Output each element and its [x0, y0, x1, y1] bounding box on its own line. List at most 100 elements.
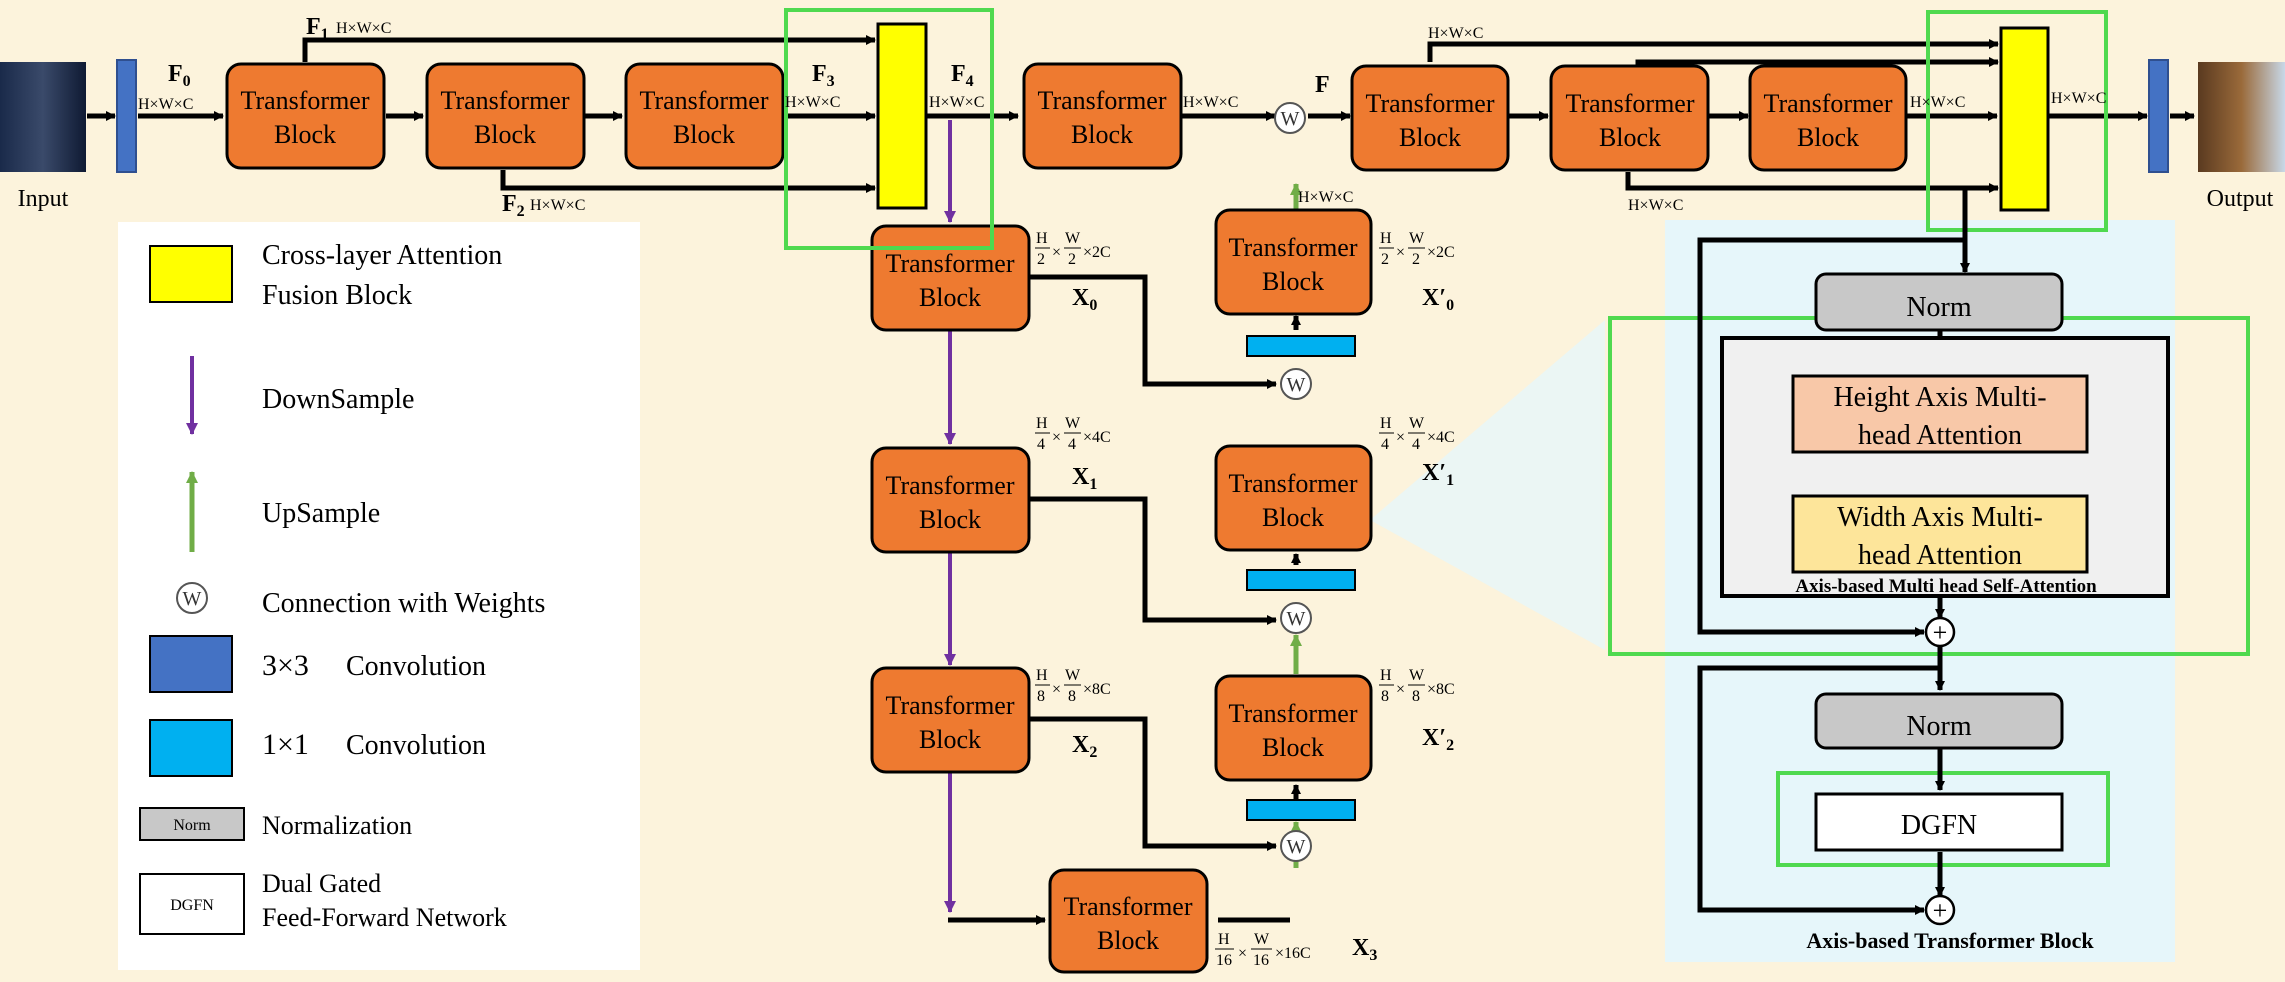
dim-hwc: H×W×C	[1183, 94, 1238, 111]
width-attention-box	[1791, 494, 2089, 574]
legend-weight-icon	[176, 582, 208, 614]
weight-symbol: W	[1281, 108, 1300, 130]
transformer-label-line2: Block	[1071, 120, 1133, 149]
transformer-label-line2: Block	[1097, 926, 1159, 955]
norm-1-label: Norm	[1906, 292, 1972, 323]
norm-2-box	[1814, 692, 2064, 750]
transformer-block-enc-2: Transformer Block	[425, 62, 586, 170]
dim-den: 16	[1216, 952, 1232, 969]
transformer-label-line1: Transformer	[1228, 233, 1357, 262]
weight-symbol: W	[1287, 836, 1306, 858]
dim-x1p: H 4 × W 4 ×4C	[1379, 415, 1455, 453]
dim-num: W	[1065, 230, 1081, 247]
transformer-block-x2p: Transformer Block	[1214, 674, 1373, 782]
dim-den: 2	[1412, 251, 1420, 268]
legend-conv1-prefix: 1×1	[262, 728, 309, 761]
axis-block-title: Axis-based Transformer Block	[1806, 928, 2094, 953]
dim-den: 4	[1037, 436, 1045, 453]
legend-conv3x3-swatch	[149, 635, 233, 693]
label-x1p: X′1	[1422, 460, 1454, 489]
dim-num: H	[1036, 230, 1048, 247]
dim-den: 2	[1381, 251, 1389, 268]
height-attention-line1: Height Axis Multi-	[1833, 382, 2046, 413]
label-f3: F3	[812, 61, 835, 90]
legend-dgfn-icon-label: DGFN	[170, 897, 214, 914]
legend-norm-icon	[139, 807, 245, 841]
highlight-fusion-1	[784, 8, 994, 250]
transformer-block-dec-3: Transformer Block	[1748, 64, 1908, 172]
dim-num: H	[1036, 667, 1048, 684]
label-x0p: X′0	[1422, 285, 1454, 314]
cross-fusion-block-1	[876, 22, 928, 210]
transformer-block-x2: Transformer Block	[870, 666, 1031, 774]
transformer-label-line1: Transformer	[1063, 892, 1192, 921]
width-attention-line1: Width Axis Multi-	[1837, 502, 2043, 533]
transformer-label-line2: Block	[1599, 123, 1661, 152]
dim-x3: H 16 × W 16 ×16C	[1215, 931, 1311, 969]
label-f2: F2	[502, 191, 525, 220]
add-2-icon	[1924, 894, 1956, 926]
dim-hwc: H×W×C	[530, 197, 585, 214]
dim-ch: ×2C	[1427, 244, 1455, 261]
dim-den: 4	[1068, 436, 1076, 453]
transformer-label-line2: Block	[673, 120, 735, 149]
dim-x0p: H 2 × W 2 ×2C	[1379, 230, 1455, 268]
dim-times: ×	[1396, 429, 1405, 446]
highlight-dgfn	[1776, 771, 2110, 867]
transformer-block-x1p: Transformer Block	[1214, 444, 1373, 552]
transformer-block-enc-1: Transformer Block	[225, 62, 386, 170]
conv1x1-1	[1246, 569, 1356, 591]
legend-norm: Normalization	[262, 811, 412, 840]
dim-x2: H 8 × W 8 ×8C	[1035, 667, 1111, 705]
dim-times: ×	[1396, 244, 1405, 261]
legend-conv3: Convolution	[346, 651, 486, 682]
output-label: Output	[2207, 186, 2274, 212]
transformer-label-line1: Transformer	[885, 691, 1014, 720]
dim-hwc: H×W×C	[1628, 197, 1683, 214]
dim-hwc: H×W×C	[1298, 189, 1353, 206]
legend-dgfn-line1: Dual Gated	[262, 869, 381, 898]
dim-ch: ×2C	[1083, 244, 1111, 261]
transformer-label-line1: Transformer	[1037, 86, 1166, 115]
highlight-fusion-2	[1926, 10, 2108, 232]
label-f1: F1	[306, 14, 329, 43]
dim-num: H	[1218, 931, 1230, 948]
dim-den: 8	[1381, 688, 1389, 705]
transformer-block-x0p: Transformer Block	[1214, 208, 1373, 316]
label-x0: X0	[1072, 285, 1097, 314]
legend-dgfn-icon	[139, 873, 245, 935]
dim-x2p: H 8 × W 8 ×8C	[1379, 667, 1455, 705]
add-symbol: +	[1933, 618, 1948, 647]
transformer-block-mid: Transformer Block	[1022, 62, 1183, 170]
dim-den: 8	[1037, 688, 1045, 705]
label-f: F	[1315, 72, 1330, 98]
conv1x1-0	[1246, 335, 1356, 357]
transformer-label-line2: Block	[919, 283, 981, 312]
dim-ch: ×4C	[1083, 429, 1111, 446]
transformer-label-line2: Block	[1262, 503, 1324, 532]
dim-hwc: H×W×C	[785, 94, 840, 111]
dgfn-label: DGFN	[1901, 810, 1977, 841]
dim-num: H	[1380, 667, 1392, 684]
dim-ch: ×16C	[1275, 945, 1311, 962]
transformer-label-line2: Block	[474, 120, 536, 149]
weight-symbol: W	[1287, 608, 1306, 630]
weight-connection-0	[1280, 368, 1312, 400]
input-label: Input	[18, 186, 69, 212]
dim-den: 2	[1068, 251, 1076, 268]
transformer-block-dec-1: Transformer Block	[1350, 64, 1510, 172]
dim-hwc: H×W×C	[138, 96, 193, 113]
transformer-label-line1: Transformer	[1763, 89, 1892, 118]
legend-conv3-prefix: 3×3	[262, 649, 309, 682]
dim-x0: H 2 × W 2 ×2C	[1035, 230, 1111, 268]
dim-num: W	[1065, 415, 1081, 432]
legend-upsample: UpSample	[262, 498, 380, 529]
legend-weight-symbol: W	[183, 588, 202, 610]
transformer-label-line2: Block	[919, 725, 981, 754]
transformer-label-line1: Transformer	[885, 249, 1014, 278]
input-image	[0, 62, 86, 172]
dim-times: ×	[1052, 429, 1061, 446]
dim-den: 16	[1253, 952, 1269, 969]
width-attention-line2: head Attention	[1858, 540, 2022, 571]
